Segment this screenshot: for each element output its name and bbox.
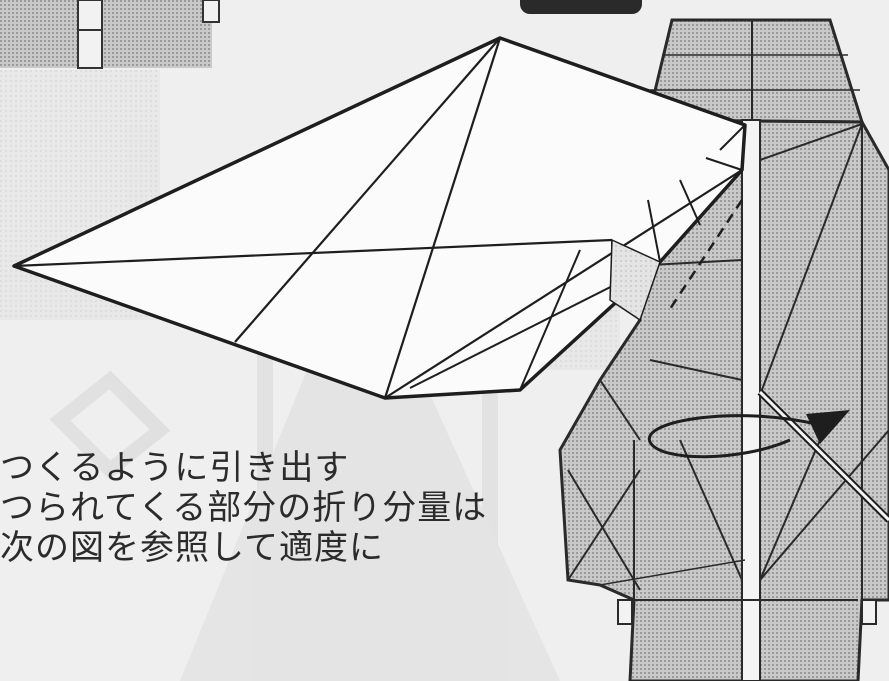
pulled-flap (12, 36, 747, 400)
instruction-line-2: つられてくる部分の折り分量は (0, 488, 488, 528)
step-label-tab (520, 0, 642, 14)
dashed-fold-line (666, 199, 744, 313)
previous-figure-fragment (0, 0, 220, 69)
instruction-line-1: つくるように引き出す (0, 448, 350, 488)
pull-arrow (647, 389, 889, 523)
instruction-line-3: 次の図を参照して適度に (0, 528, 384, 568)
model-body (558, 18, 889, 681)
instruction-caption: つくるように引き出す つられてくる部分の折り分量は 次の図を参照して適度に (0, 448, 487, 568)
